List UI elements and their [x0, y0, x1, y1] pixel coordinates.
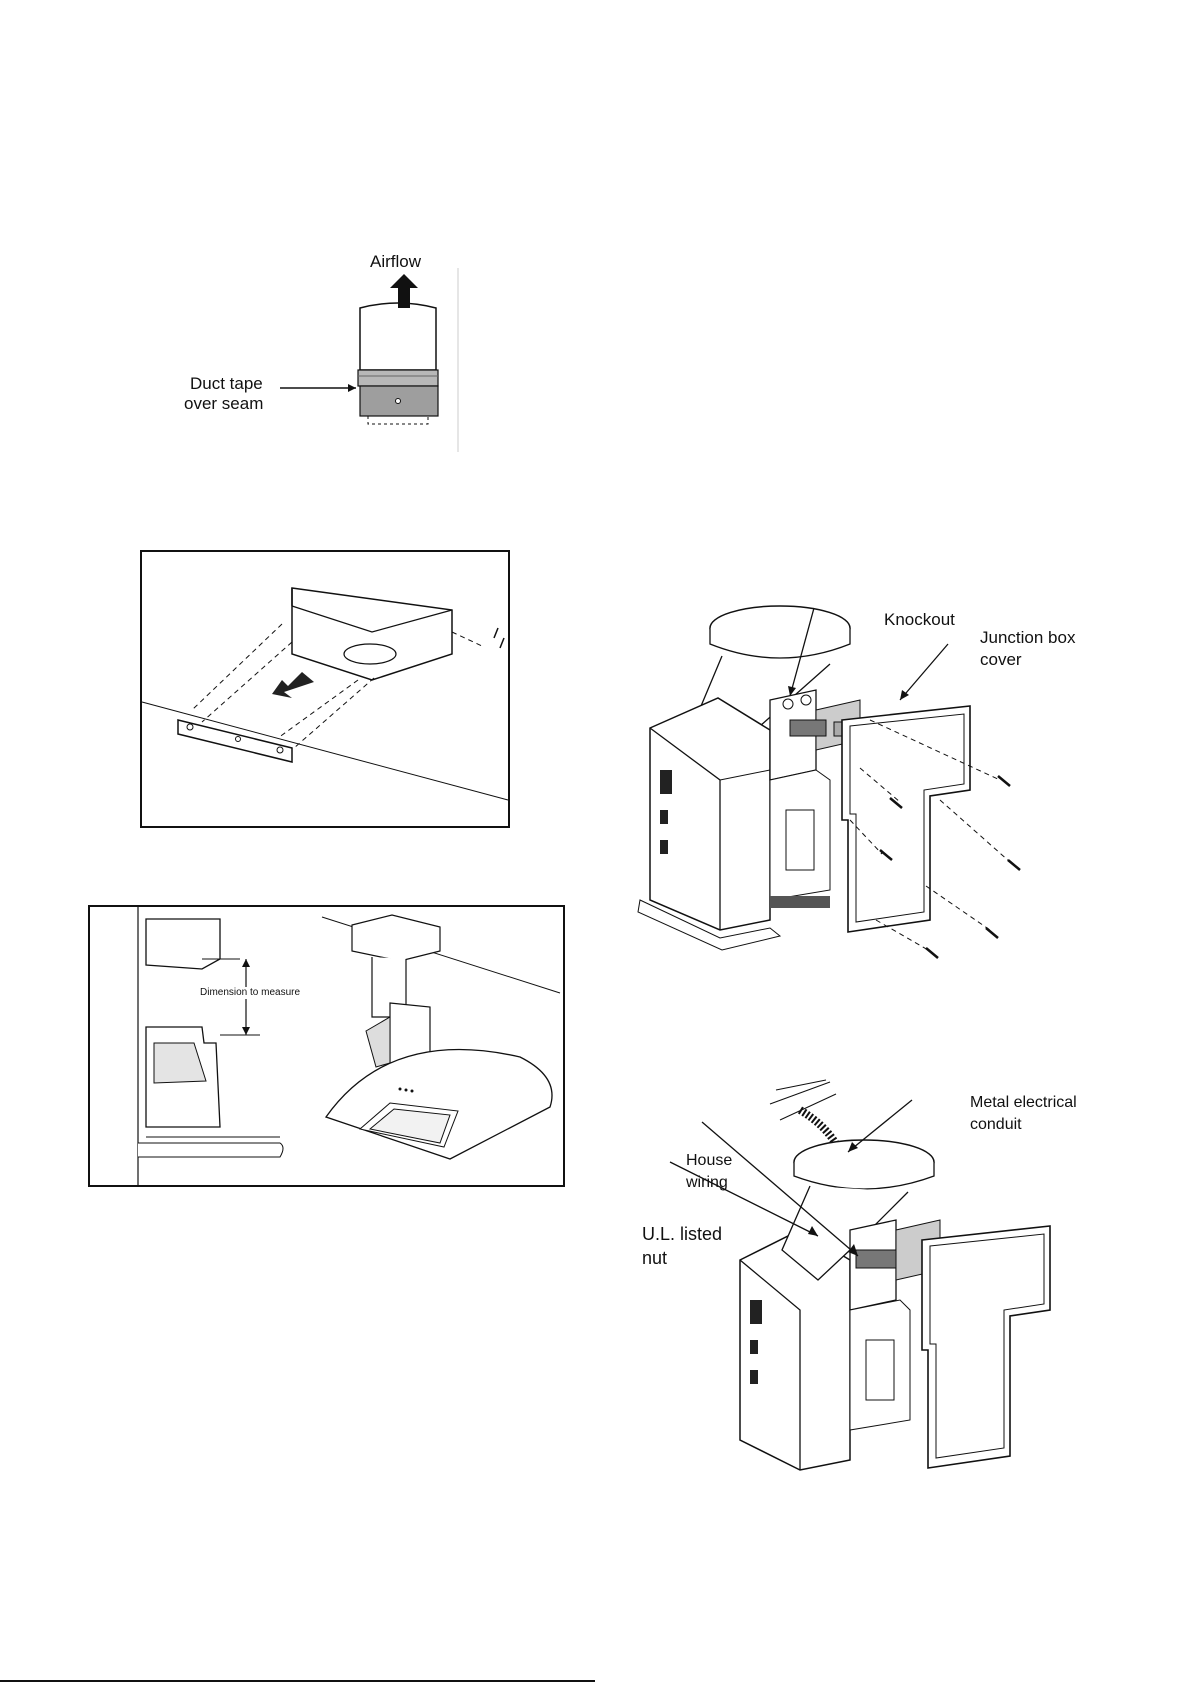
dimension-label: Dimension to measure	[200, 987, 300, 999]
measure-figure-frame: Dimension to measure	[88, 905, 565, 1187]
junction-cover-label-line2: cover	[980, 650, 1022, 670]
duct-tape-label-line2: over seam	[184, 394, 263, 414]
ul-nut-label-line2: nut	[642, 1248, 667, 1269]
duct-tape-figure: Airflow Duct tape over seam	[180, 260, 460, 460]
bracket-drawing	[142, 552, 508, 826]
wiring-drawing	[650, 1080, 1090, 1520]
conduit-label-line2: conduit	[970, 1116, 1022, 1134]
conduit-label-line1: Metal electrical	[970, 1094, 1077, 1112]
airflow-label: Airflow	[370, 252, 421, 272]
house-wiring-label-line1: House	[686, 1152, 732, 1170]
bracket-figure-frame	[140, 550, 510, 828]
ul-nut-label-line1: U.L. listed	[642, 1224, 722, 1245]
wiring-figure: Metal electrical conduit House wiring U.…	[650, 1080, 1090, 1520]
junction-box-drawing	[630, 600, 1100, 1020]
junction-box-figure: Knockout Junction box cover	[630, 600, 1100, 1020]
duct-tape-label-line1: Duct tape	[190, 374, 263, 394]
house-wiring-label-line2: wiring	[686, 1174, 728, 1192]
junction-cover-label-line1: Junction box	[980, 628, 1075, 648]
duct-tape-drawing	[180, 260, 460, 460]
measure-drawing	[90, 907, 563, 1185]
knockout-label: Knockout	[884, 610, 955, 630]
footer-rule	[0, 1680, 595, 1682]
